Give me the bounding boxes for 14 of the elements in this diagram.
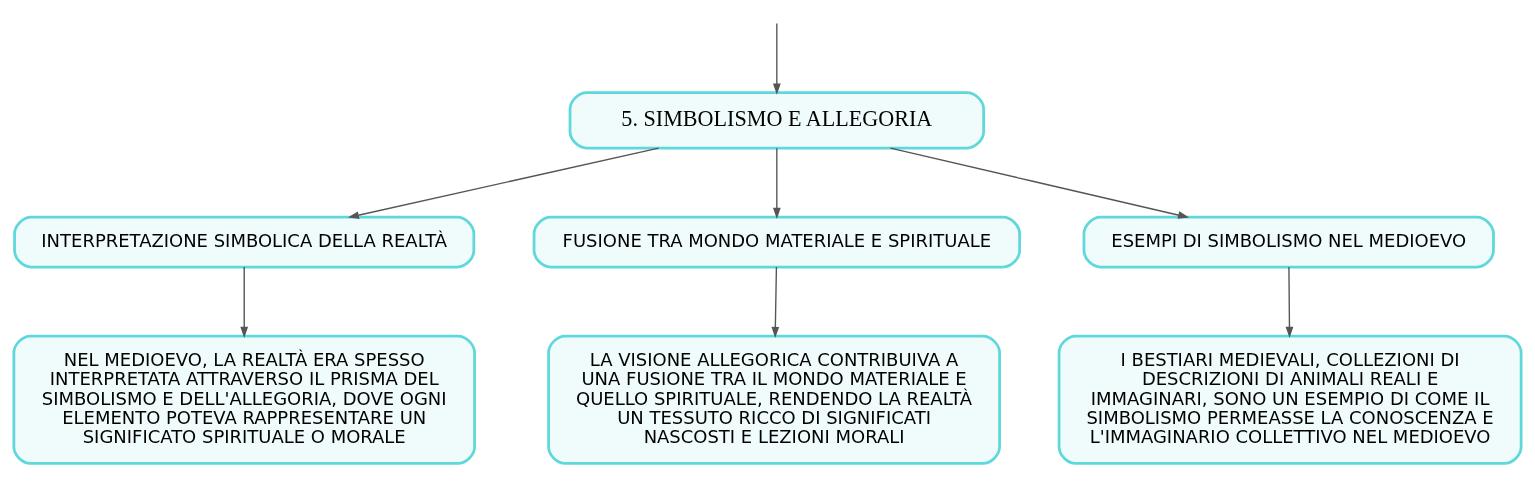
node-box: NEL MEDIOEVO, LA REALTÀ ERA SPESSO INTERPRETATA ATTRAVERSO IL PRISMA DEL SIMBOLISMO E DELL'ALLEGORIA, DOVE OGNI ELEMENTO POTEVA RAPPRESENTARE UN SIGNIFICATO SPIRITUALE O MORALE: [12, 334, 476, 465]
arrow: [772, 22, 781, 95]
arrow: [347, 147, 660, 219]
arrow: [771, 266, 780, 338]
arrow: [1285, 266, 1294, 338]
node-box: INTERPRETAZIONE SIMBOLICA DELLA REALTÀ: [13, 215, 476, 269]
arrow: [240, 266, 249, 338]
node-box: FUSIONE TRA MONDO MATERIALE E SPIRITUALE: [532, 215, 1021, 269]
node-box: LA VISIONE ALLEGORICA CONTRIBUIVA A UNA FUSIONE TRA IL MONDO MATERIALE E QUELLO SPIRITUALE, RENDENDO LA REALTÀ UN TESSUTO RICCO DI SIGNIFICATI NASCOSTI E LEZIONI MORALI: [547, 334, 1001, 465]
arrow: [889, 147, 1190, 219]
node-box: 5. SIMBOLISMO E ALLEGORIA: [568, 91, 986, 150]
arrow: [772, 147, 781, 219]
node-box: ESEMPI DI SIMBOLISMO NEL MEDIOEVO: [1082, 215, 1495, 269]
node-box: I BESTIARI MEDIEVALI, COLLEZIONI DI DESCRIZIONI DI ANIMALI REALI E IMMAGINARI, SONO UN ESEMPIO DI COME IL SIMBOLISMO PERMEASSE LA CONOSCENZA E L'IMMAGINARIO COLLETTIVO NEL MEDIOEVO: [1057, 334, 1523, 465]
